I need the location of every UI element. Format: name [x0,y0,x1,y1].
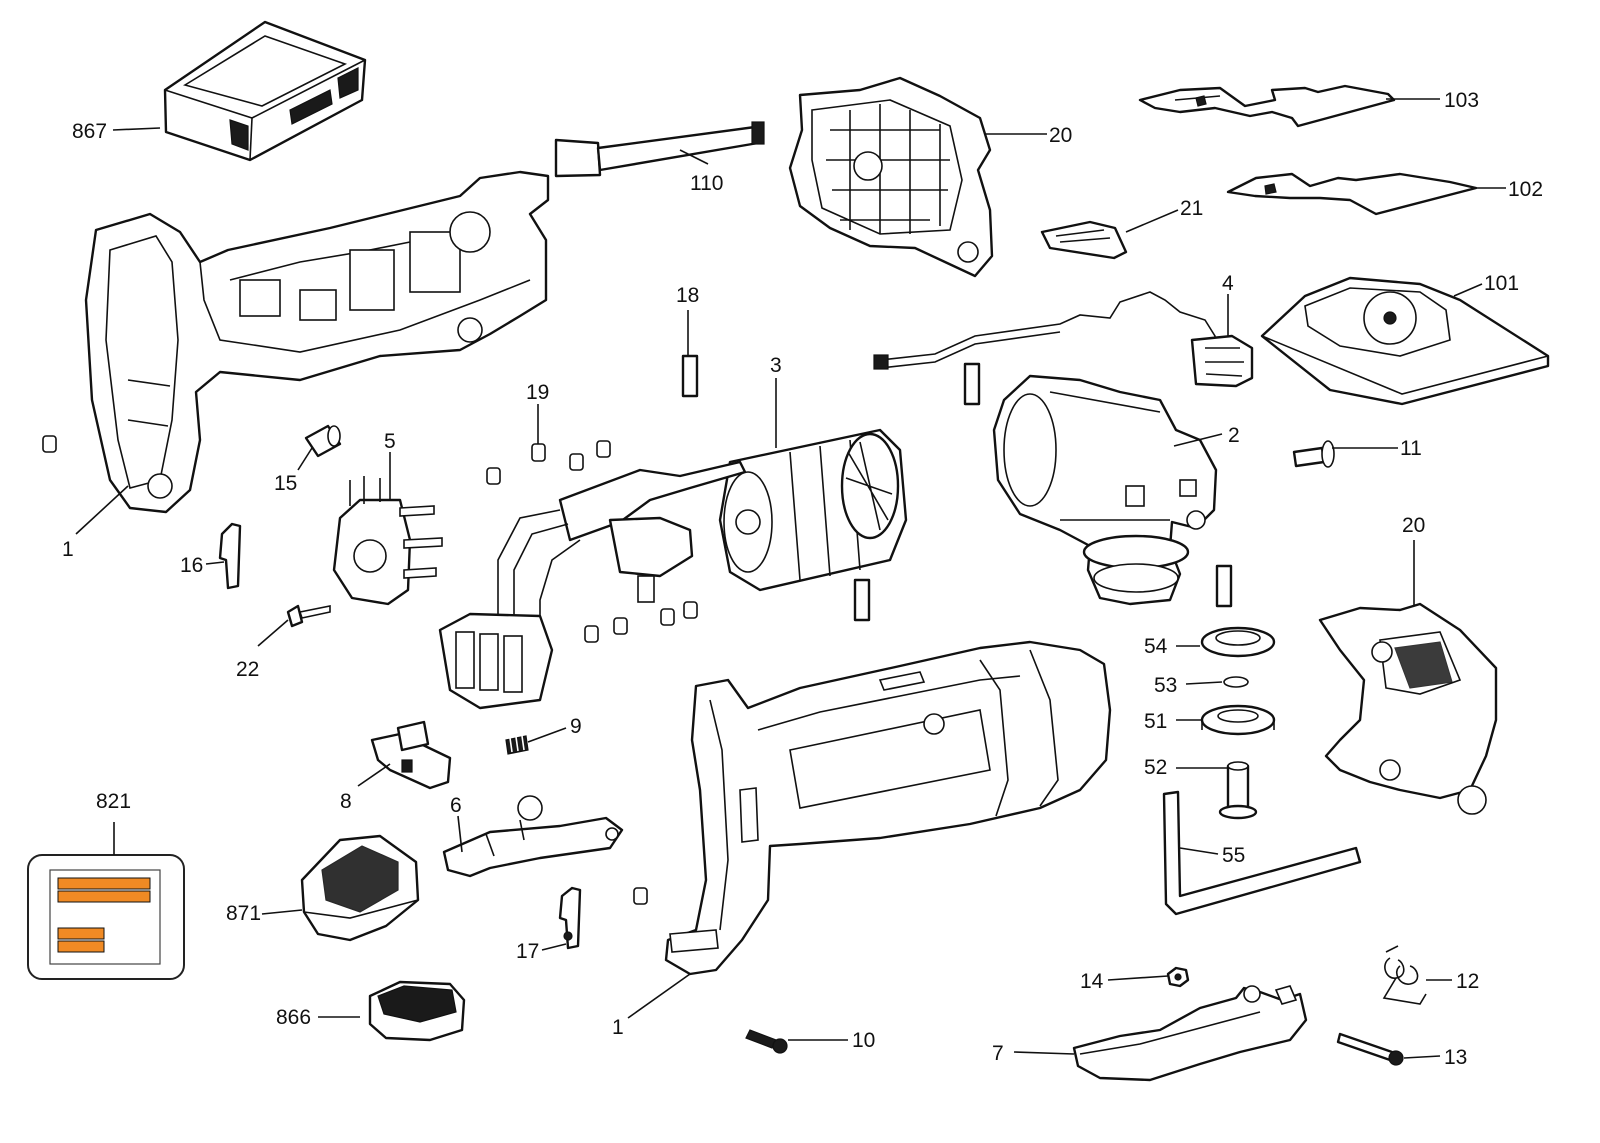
part-53-washer [1223,676,1249,688]
label-stripe-3 [57,927,105,940]
label-5: 5 [384,430,396,453]
part-54-bearing [1200,626,1276,658]
label-871: 871 [226,902,261,925]
label-21: 21 [1180,197,1203,220]
label-2: 2 [1228,424,1240,447]
label-867: 867 [72,120,107,143]
part-21-lever [1040,220,1128,260]
part-52-screw [1218,761,1258,820]
part-16-clip [218,522,242,590]
label-1-bottom: 1 [612,1016,624,1039]
part-10-screw [745,1029,788,1054]
label-16: 16 [180,554,203,577]
label-6: 6 [450,794,462,817]
part-102-blade [1226,172,1478,216]
part-103-blade [1138,84,1396,128]
part-13-pin [1336,1032,1404,1066]
part-51-bearing [1200,704,1276,736]
label-13: 13 [1444,1046,1467,1069]
label-stripe-4 [57,940,105,953]
part-9-spring [505,735,529,755]
label-110: 110 [690,172,723,195]
part-connector-block [438,612,554,710]
label-15: 15 [274,472,297,495]
label-stripe-2 [57,890,151,903]
part-20-gear-cover-top [788,76,994,278]
part-14-nut [1166,966,1190,988]
label-20-top: 20 [1049,124,1072,147]
label-1-top: 1 [62,538,74,561]
part-18-brush [681,354,1233,622]
label-18: 18 [676,284,699,307]
leader-lines [75,98,1506,1059]
part-11-bolt [1292,440,1335,468]
part-screw-left [42,435,57,453]
part-867-battery-case [163,20,367,162]
label-101: 101 [1484,272,1519,295]
part-3-motor [497,428,908,640]
part-22-screw [286,604,331,628]
label-103: 103 [1444,89,1479,112]
part-6-lever [442,795,624,878]
part-1-housing-left-half [84,170,550,514]
part-821-label [27,854,185,980]
part-55-hex-key [1162,790,1362,916]
label-52: 52 [1144,756,1167,779]
label-19: 19 [526,381,549,404]
part-12-spring-clip [1382,945,1427,1005]
part-1-housing-right-half [664,640,1112,976]
label-10: 10 [852,1029,875,1052]
part-17-clip [558,886,582,950]
label-3: 3 [770,354,782,377]
label-51: 51 [1144,710,1167,733]
part-small-bushings [486,440,698,905]
label-20-bottom: 20 [1402,514,1425,537]
label-821: 821 [96,790,131,813]
label-14: 14 [1080,970,1104,993]
label-4: 4 [1222,272,1234,295]
label-12: 12 [1456,970,1479,993]
label-102: 102 [1508,178,1543,201]
label-7: 7 [992,1042,1004,1065]
callout-labels: 867 110 20 103 102 21 4 101 18 3 19 5 15… [62,89,1543,1069]
label-53: 53 [1154,674,1177,697]
part-866-battery [368,980,466,1042]
part-101-sanding-pad [1260,276,1550,406]
part-15-plug [304,424,342,458]
part-4-switch-wire [873,291,1254,388]
part-7-bottom-lever [1072,985,1308,1082]
part-8-switch [370,720,452,790]
part-5-brush-holder [332,476,443,606]
label-22: 22 [236,658,259,681]
label-866: 866 [276,1006,311,1029]
part-20-guard-right [1318,602,1498,815]
label-11: 11 [1400,437,1422,460]
part-110-shaft [554,121,765,178]
label-55: 55 [1222,844,1245,867]
part-871-battery [300,834,420,942]
label-9: 9 [570,715,582,738]
part-2-gear-head [992,374,1218,606]
label-8: 8 [340,790,352,813]
label-17: 17 [516,940,539,963]
label-stripe-1 [57,877,151,890]
label-54: 54 [1144,635,1168,658]
